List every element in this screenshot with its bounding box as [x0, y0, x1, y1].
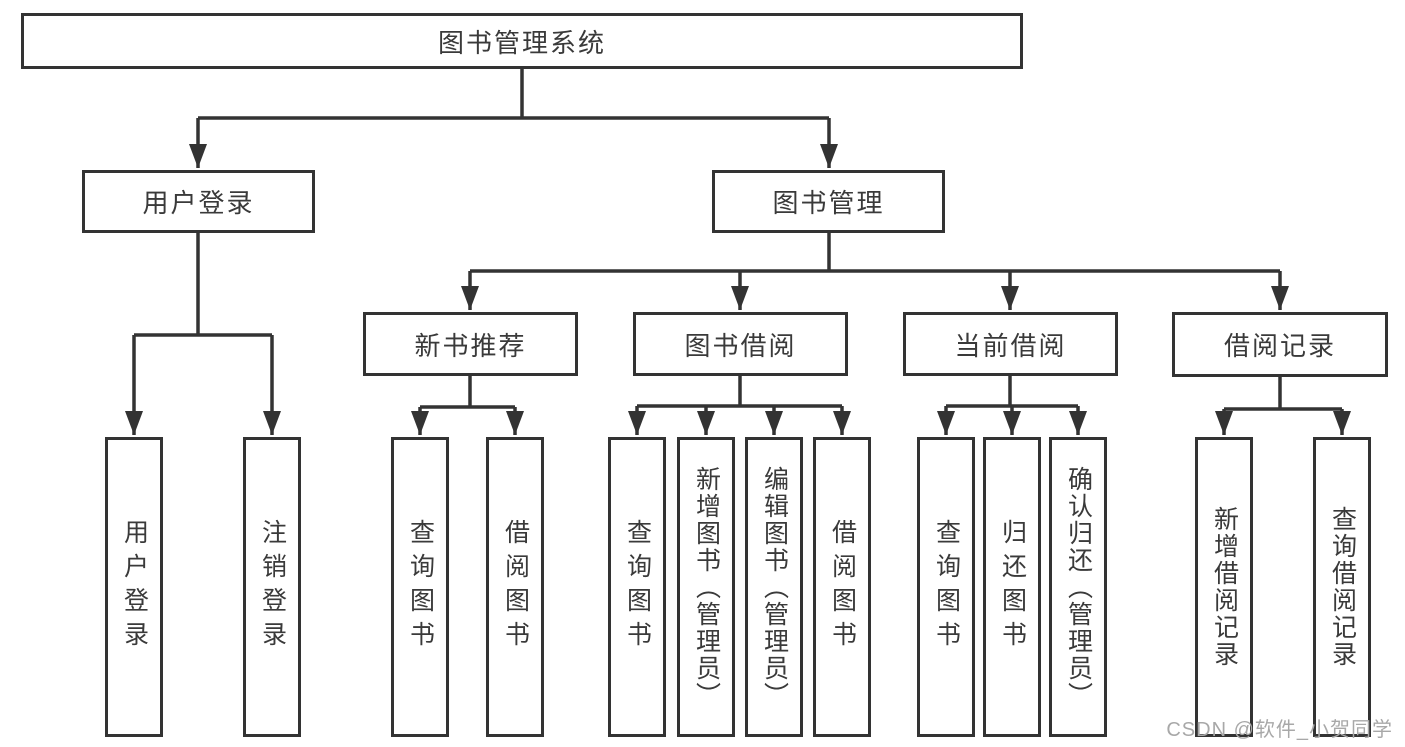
node-book-management-label: 图书管理 — [772, 188, 885, 218]
node-leaf-borrow-books-borrowing: 借阅图书 — [813, 437, 871, 737]
node-user-login: 用户登录 — [82, 170, 315, 233]
node-leaf-query-books-recommend: 查询图书 — [391, 437, 449, 737]
node-book-management: 图书管理 — [712, 170, 945, 233]
node-book-borrowing-label: 图书借阅 — [684, 330, 797, 361]
node-leaf-return-books: 归还图书 — [983, 437, 1041, 737]
node-current-borrowing: 当前借阅 — [903, 312, 1118, 376]
node-root-system-label: 图书管理系统 — [437, 27, 606, 58]
node-user-login-label: 用户登录 — [142, 188, 255, 218]
node-new-book-recommendation-label: 新书推荐 — [414, 330, 527, 361]
node-leaf-add-books-admin: 新增图书（管理员） — [677, 437, 735, 737]
node-leaf-add-borrow-record: 新增借阅记录 — [1195, 437, 1253, 737]
node-current-borrowing-label: 当前借阅 — [954, 330, 1067, 361]
node-root-system: 图书管理系统 — [21, 13, 1023, 69]
node-leaf-confirm-return-admin-label: 确认归还（管理员） — [1064, 465, 1093, 709]
node-leaf-query-books-borrowing: 查询图书 — [608, 437, 666, 737]
node-leaf-query-borrow-record: 查询借阅记录 — [1313, 437, 1371, 737]
node-leaf-user-login-label: 用户登录 — [120, 519, 149, 655]
node-leaf-borrow-books-borrowing-label: 借阅图书 — [828, 519, 857, 655]
node-leaf-add-books-admin-label: 新增图书（管理员） — [692, 465, 721, 709]
node-book-borrowing: 图书借阅 — [633, 312, 848, 376]
node-leaf-query-books-borrowing-label: 查询图书 — [623, 519, 652, 655]
node-leaf-borrow-books-recommend: 借阅图书 — [486, 437, 544, 737]
node-leaf-borrow-books-recommend-label: 借阅图书 — [501, 519, 530, 655]
node-leaf-edit-books-admin-label: 编辑图书（管理员） — [760, 465, 789, 709]
node-new-book-recommendation: 新书推荐 — [363, 312, 578, 376]
node-leaf-confirm-return-admin: 确认归还（管理员） — [1049, 437, 1107, 737]
node-leaf-logout-label: 注销登录 — [258, 519, 287, 655]
node-leaf-query-books-current: 查询图书 — [917, 437, 975, 737]
node-borrowing-records-label: 借阅记录 — [1223, 331, 1336, 361]
node-leaf-add-borrow-record-label: 新增借阅记录 — [1210, 506, 1239, 668]
node-leaf-edit-books-admin: 编辑图书（管理员） — [745, 437, 803, 737]
node-leaf-user-login: 用户登录 — [105, 437, 163, 737]
node-leaf-query-books-current-label: 查询图书 — [932, 519, 961, 655]
node-leaf-query-books-recommend-label: 查询图书 — [406, 519, 435, 655]
csdn-watermark: CSDN @软件_小贺同学 — [1166, 719, 1393, 741]
node-leaf-query-borrow-record-label: 查询借阅记录 — [1328, 506, 1357, 668]
node-borrowing-records: 借阅记录 — [1172, 312, 1388, 377]
node-leaf-logout: 注销登录 — [243, 437, 301, 737]
node-leaf-return-books-label: 归还图书 — [998, 519, 1027, 655]
